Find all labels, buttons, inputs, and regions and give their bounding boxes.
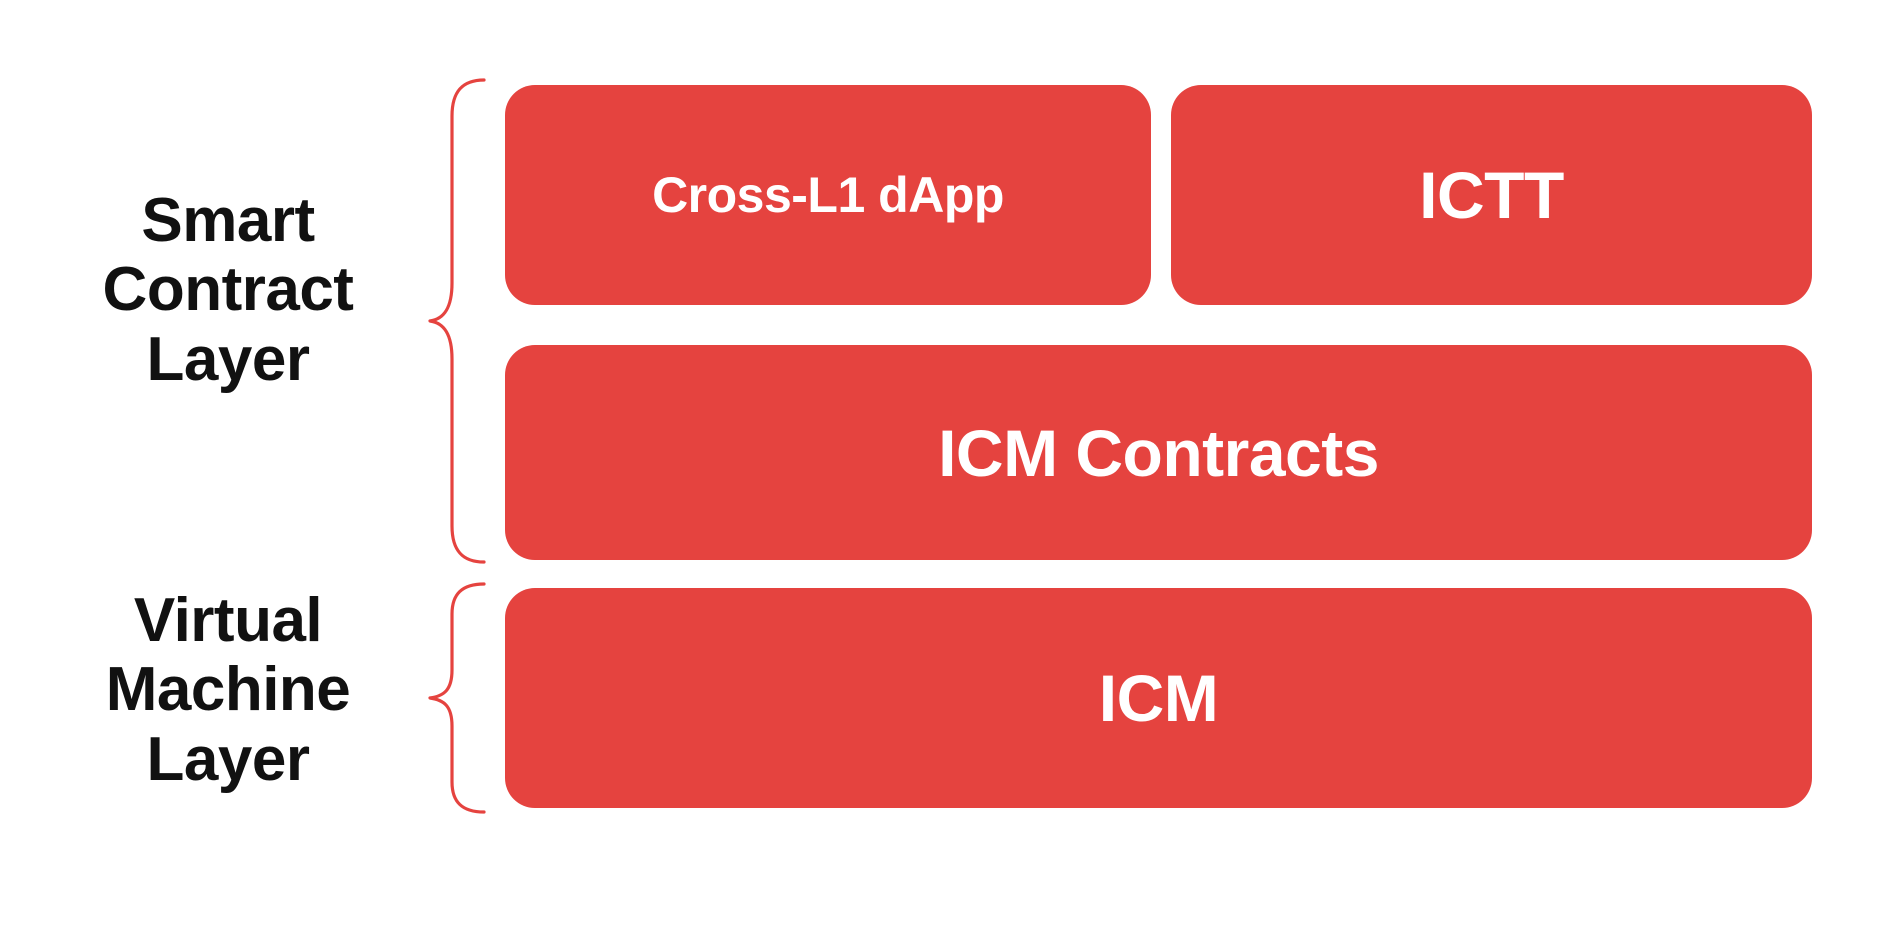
box-ictt[interactable]: ICTT	[1171, 85, 1812, 305]
box-cross-l1-dapp[interactable]: Cross-L1 dApp	[505, 85, 1151, 305]
layer-label-virtual-machine: Virtual Machine Layer	[105, 586, 351, 794]
brace-virtual-machine-icon	[428, 582, 486, 814]
box-label-icm-contracts: ICM Contracts	[938, 415, 1379, 490]
box-label-icm: ICM	[1098, 661, 1219, 735]
brace-smart-contract-icon	[428, 78, 486, 564]
box-label-ictt: ICTT	[1419, 158, 1564, 232]
layer-label-smart-contract: Smart Contract Layer	[102, 186, 354, 394]
box-label-cross-l1-dapp: Cross-L1 dApp	[652, 167, 1004, 223]
box-icm[interactable]: ICM	[505, 588, 1812, 808]
box-icm-contracts[interactable]: ICM Contracts	[505, 345, 1812, 560]
